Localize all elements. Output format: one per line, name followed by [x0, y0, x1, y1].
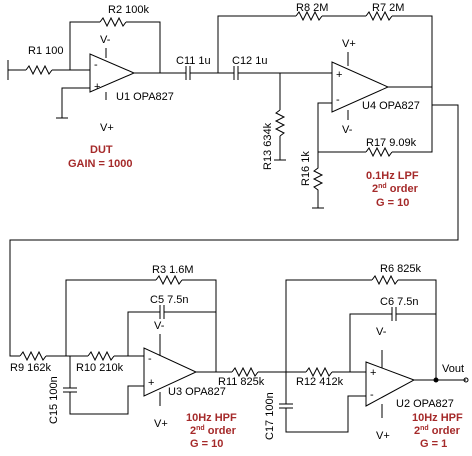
- r9-label: R9 162k: [10, 362, 51, 374]
- c5-capacitor: [159, 305, 165, 319]
- c11-capacitor: [185, 66, 191, 80]
- vout-terminal: [463, 377, 469, 383]
- hpf2-order-word: order: [428, 425, 460, 437]
- r12-label: R12 412k: [296, 376, 344, 388]
- r13-resistor: [274, 109, 286, 137]
- interstage-wire: [9, 104, 459, 357]
- u4-vplus-label: V+: [342, 38, 356, 50]
- u3-vminus-label: V-: [154, 320, 165, 332]
- u4-minus-pin: -: [336, 94, 340, 106]
- hpf1-gain: G = 10: [190, 438, 224, 450]
- u1-plus-ground: [61, 87, 90, 118]
- u3-vplus-label: V+: [154, 418, 168, 430]
- r17-label: R17 9.09k: [366, 137, 417, 149]
- c5-label: C5 7.5n: [150, 294, 189, 306]
- u4-opamp: [331, 61, 390, 113]
- u3-opamp: [143, 347, 198, 397]
- r7-label: R7 2M: [372, 2, 405, 14]
- u1-vplus-label: V+: [100, 122, 114, 134]
- hpf2-title: 10Hz HPF: [412, 412, 463, 424]
- r10-label: R10 210k: [76, 362, 124, 374]
- u1-opamp: [89, 53, 136, 93]
- r3-label: R3 1.6M: [152, 264, 194, 276]
- r2-resistor: [99, 16, 127, 28]
- r1-label: R1 100: [28, 45, 64, 57]
- hpf1-order-suffix: nd: [196, 425, 205, 432]
- r10-resistor: [87, 350, 115, 362]
- hpf1-order-word: order: [204, 425, 236, 437]
- r3-resistor: [155, 274, 183, 286]
- c15-capacitor: [63, 387, 77, 393]
- r6-label: R6 825k: [380, 263, 421, 275]
- u1-minus-pin: -: [94, 59, 98, 71]
- u2-minus-pin: -: [370, 389, 374, 401]
- lpf-gain: G = 10: [376, 197, 410, 209]
- r7-resistor: [365, 10, 393, 22]
- lpf-title: 0.1Hz LPF: [366, 170, 419, 182]
- u2-label: U2 OPA827: [396, 398, 454, 410]
- c12-label: C12 1u: [232, 55, 268, 67]
- c15-label: C15 100n: [48, 376, 60, 424]
- dut-gain: GAIN = 1000: [68, 158, 133, 170]
- lpf-order-number: 2: [372, 183, 379, 195]
- r17-resistor: [365, 146, 393, 158]
- r9-resistor: [19, 350, 47, 362]
- u1-label: U1 OPA827: [116, 91, 174, 103]
- c6-label: C6 7.5n: [380, 296, 419, 308]
- dut-title: DUT: [90, 144, 113, 156]
- u4-vminus-label: V-: [342, 124, 353, 136]
- r2-label: R2 100k: [108, 4, 149, 16]
- hpf1-order-number: 2: [190, 425, 197, 437]
- r1-resistor: [25, 64, 53, 76]
- r11-resistor: [231, 366, 259, 378]
- hpf2-order-suffix: nd: [420, 425, 429, 432]
- vout-label: Vout: [442, 363, 465, 375]
- u2-opamp: [365, 361, 416, 407]
- u4-plus-pin: +: [336, 69, 343, 81]
- u1-plus-pin: +: [94, 81, 101, 93]
- u3-plus-pin: +: [148, 377, 155, 389]
- c12-capacitor: [233, 66, 239, 80]
- u2-vplus-label: V+: [376, 430, 390, 442]
- r13-label: R13 634k: [262, 122, 274, 170]
- lpf-order: 2nd order: [372, 183, 418, 195]
- hpf2-gain: G = 1: [420, 438, 448, 450]
- c17-label: C17 100n: [264, 392, 276, 440]
- u4-label: U4 OPA827: [362, 100, 420, 112]
- r16-label: R16 1k: [300, 151, 312, 186]
- hpf1-title: 10Hz HPF: [186, 412, 237, 424]
- r16-resistor: [312, 152, 324, 208]
- u2-plus-pin: +: [370, 367, 377, 379]
- lpf-order-word: order: [386, 183, 418, 195]
- lpf-order-suffix: nd: [378, 183, 387, 190]
- hpf2-order: 2nd order: [414, 425, 460, 437]
- r8-label: R8 2M: [296, 2, 329, 14]
- c6-capacitor: [391, 307, 397, 321]
- u2-vminus-label: V-: [376, 326, 387, 338]
- c17-capacitor: [279, 403, 293, 409]
- r11-label: R11 825k: [218, 376, 265, 388]
- r6-resistor: [371, 274, 399, 286]
- c11-label: C11 1u: [176, 55, 211, 67]
- hpf1-order: 2nd order: [190, 425, 236, 437]
- u3-label: U3 OPA827: [168, 386, 226, 398]
- u3-minus-pin: -: [148, 353, 152, 365]
- r2-feedback-wire: [69, 21, 100, 70]
- u1-vminus-label: V-: [100, 34, 111, 46]
- ground-input: [7, 60, 26, 80]
- vout-node: [433, 377, 439, 383]
- hpf2-order-number: 2: [414, 425, 421, 437]
- r12-resistor: [305, 366, 333, 378]
- r8-resistor: [295, 10, 323, 22]
